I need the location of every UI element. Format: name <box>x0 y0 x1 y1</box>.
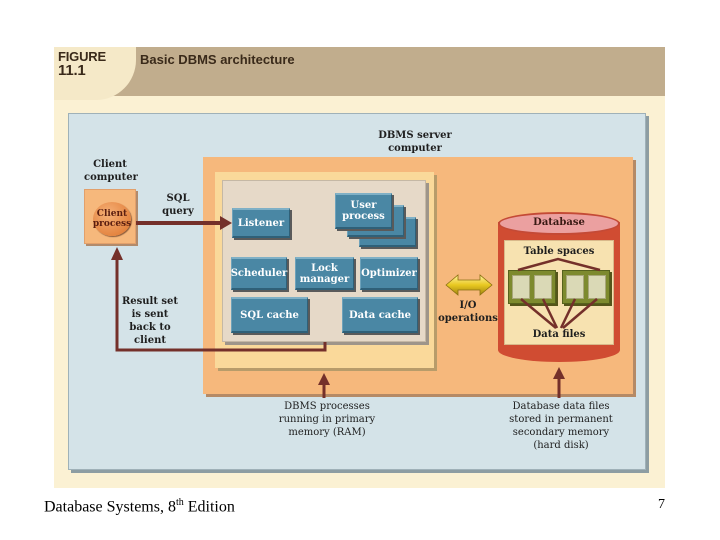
client-computer-label: Client computer <box>84 159 138 183</box>
footer-title-text: Database Systems, 8 <box>44 498 176 516</box>
dbms-server-label: DBMS server computer <box>378 130 452 154</box>
data-cache-block: Data cache <box>342 297 418 333</box>
figure-title: Basic DBMS architecture <box>140 52 295 67</box>
result-set-label: Result set is sent back to client <box>121 296 179 346</box>
footer-edition-sup: th <box>175 497 184 508</box>
secondary-memory-note: Database data files stored in permanent … <box>509 401 613 451</box>
database-cylinder-top <box>498 212 620 235</box>
figure-number: 11.1 <box>58 62 86 79</box>
user-process-block: User process <box>335 193 392 229</box>
scheduler-block: Scheduler <box>231 257 287 290</box>
listener-block: Listener <box>232 208 290 238</box>
figure-label-text: FIGURE <box>58 49 106 64</box>
io-operations-label: I/O operations <box>438 300 498 324</box>
optimizer-block: Optimizer <box>360 257 418 290</box>
footer-book-title: Database Systems, 8th Edition <box>44 497 235 516</box>
figure-label: FIGURE 11.1 <box>58 49 106 79</box>
table-spaces-label: Table spaces <box>523 246 595 257</box>
database-title: Database <box>533 217 585 228</box>
data-file-icon <box>512 275 530 299</box>
data-file-icon <box>588 275 606 299</box>
figure-header-band <box>54 47 665 96</box>
primary-memory-note: DBMS processes running in primary memory… <box>278 401 376 438</box>
data-files-label: Data files <box>532 329 586 340</box>
page-number: 7 <box>658 497 665 512</box>
lock-manager-block: Lock manager <box>295 257 354 290</box>
footer-edition-suffix: Edition <box>183 498 235 516</box>
sql-query-label: SQL query <box>162 193 194 217</box>
data-file-icon <box>534 275 552 299</box>
data-file-icon <box>566 275 584 299</box>
sql-cache-block: SQL cache <box>231 297 308 333</box>
client-process: Client process <box>93 202 131 236</box>
